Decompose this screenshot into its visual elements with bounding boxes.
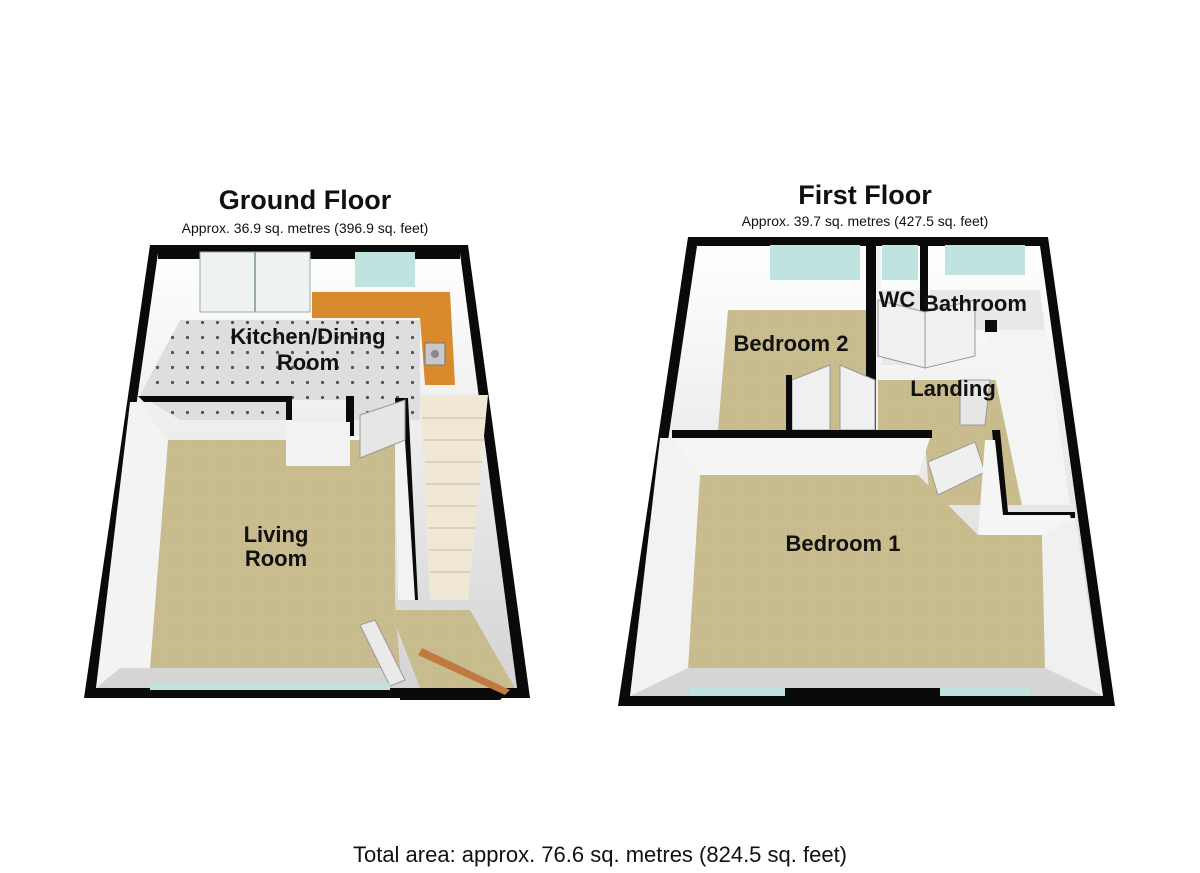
ground-floor-title: Ground Floor [218,185,392,215]
front-door [418,648,510,695]
bedroom2-window [770,245,860,280]
wc-label: WC [879,287,916,312]
hall-door [359,399,406,459]
first-floor-area: Approx. 39.7 sq. metres (427.5 sq. feet) [741,213,989,229]
kitchen-label-1: Kitchen/Dining [230,324,385,349]
bedroom2-floor [718,310,872,430]
living-room-label-2: Room [245,546,307,571]
kitchen-floor [140,320,420,420]
living-room-label-1: Living [244,522,309,547]
ground-floor-plan: Kitchen/Dining Room Living Room [84,245,530,700]
first-floor-plan: Bedroom 2 WC Bathroom Landing Bedroom 1 [618,237,1115,706]
bedroom1-window-right [940,688,1030,696]
landing-label: Landing [910,376,996,401]
living-room-window [150,683,390,690]
total-area-caption: Total area: approx. 76.6 sq. metres (824… [352,842,848,867]
wc-window [882,245,918,280]
bathroom-label: Bathroom [923,291,1027,316]
hall-floor [390,610,515,688]
kitchen-worktop [312,292,455,385]
bedroom1-floor [688,475,1045,668]
ground-floor-area: Approx. 36.9 sq. metres (396.9 sq. feet) [181,220,429,236]
bedroom2-label: Bedroom 2 [734,331,849,356]
first-floor-title: First Floor [798,180,932,210]
bedroom1-label: Bedroom 1 [786,531,901,556]
living-room-floor [150,440,400,668]
bedroom1-window-left [690,688,790,696]
kitchen-window [355,252,415,287]
kitchen-label-2: Room [277,350,339,375]
bathroom-window [945,245,1025,275]
staircase [420,395,488,600]
